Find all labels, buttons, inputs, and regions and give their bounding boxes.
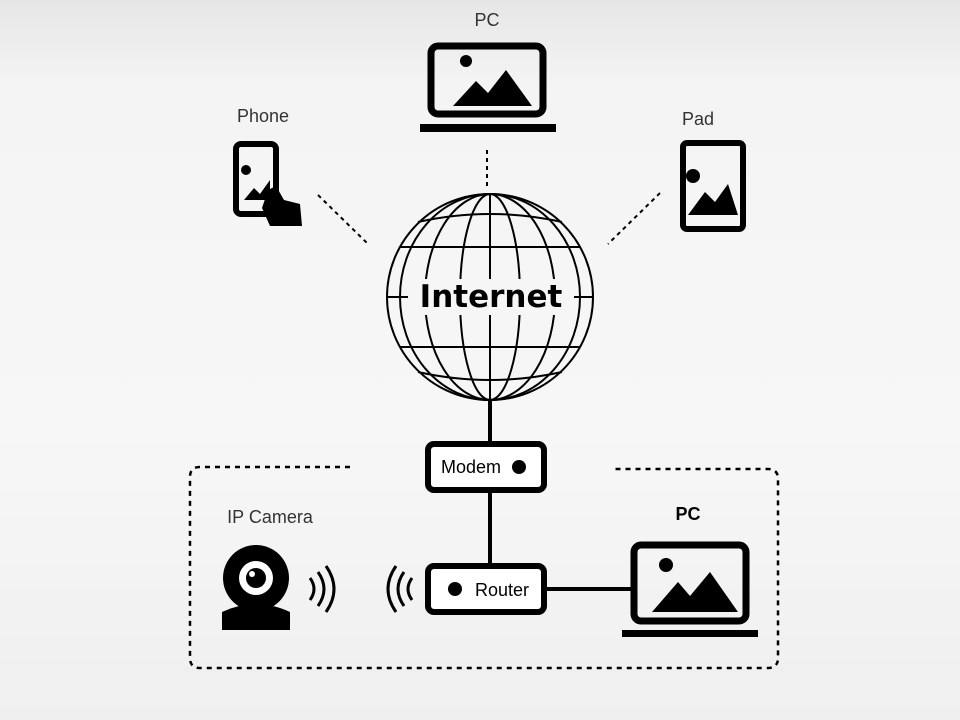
phone-label: Phone xyxy=(237,106,289,126)
pc-top-label: PC xyxy=(474,10,499,30)
phone-link xyxy=(317,194,369,245)
local-network-boundary xyxy=(188,465,780,670)
camera-wifi-icon xyxy=(308,565,336,613)
pad-link xyxy=(607,192,661,245)
globe-label-bg xyxy=(408,279,574,315)
router-wifi-icon xyxy=(386,565,414,613)
pc-local-icon xyxy=(622,541,758,637)
phone-icon xyxy=(233,141,302,226)
router-label: Router xyxy=(475,580,529,600)
router-led-icon xyxy=(448,582,462,596)
modem-led-icon xyxy=(512,460,526,474)
modem-box xyxy=(425,441,547,493)
internet-label: Internet xyxy=(420,279,563,315)
pad-icon xyxy=(680,140,746,232)
ip-camera-label: IP Camera xyxy=(227,507,314,527)
pc-top-icon xyxy=(420,42,556,132)
modem-label: Modem xyxy=(441,457,501,477)
pad-label: Pad xyxy=(682,109,714,129)
pc-local-label: PC xyxy=(675,504,700,524)
ip-camera-icon xyxy=(222,545,290,630)
